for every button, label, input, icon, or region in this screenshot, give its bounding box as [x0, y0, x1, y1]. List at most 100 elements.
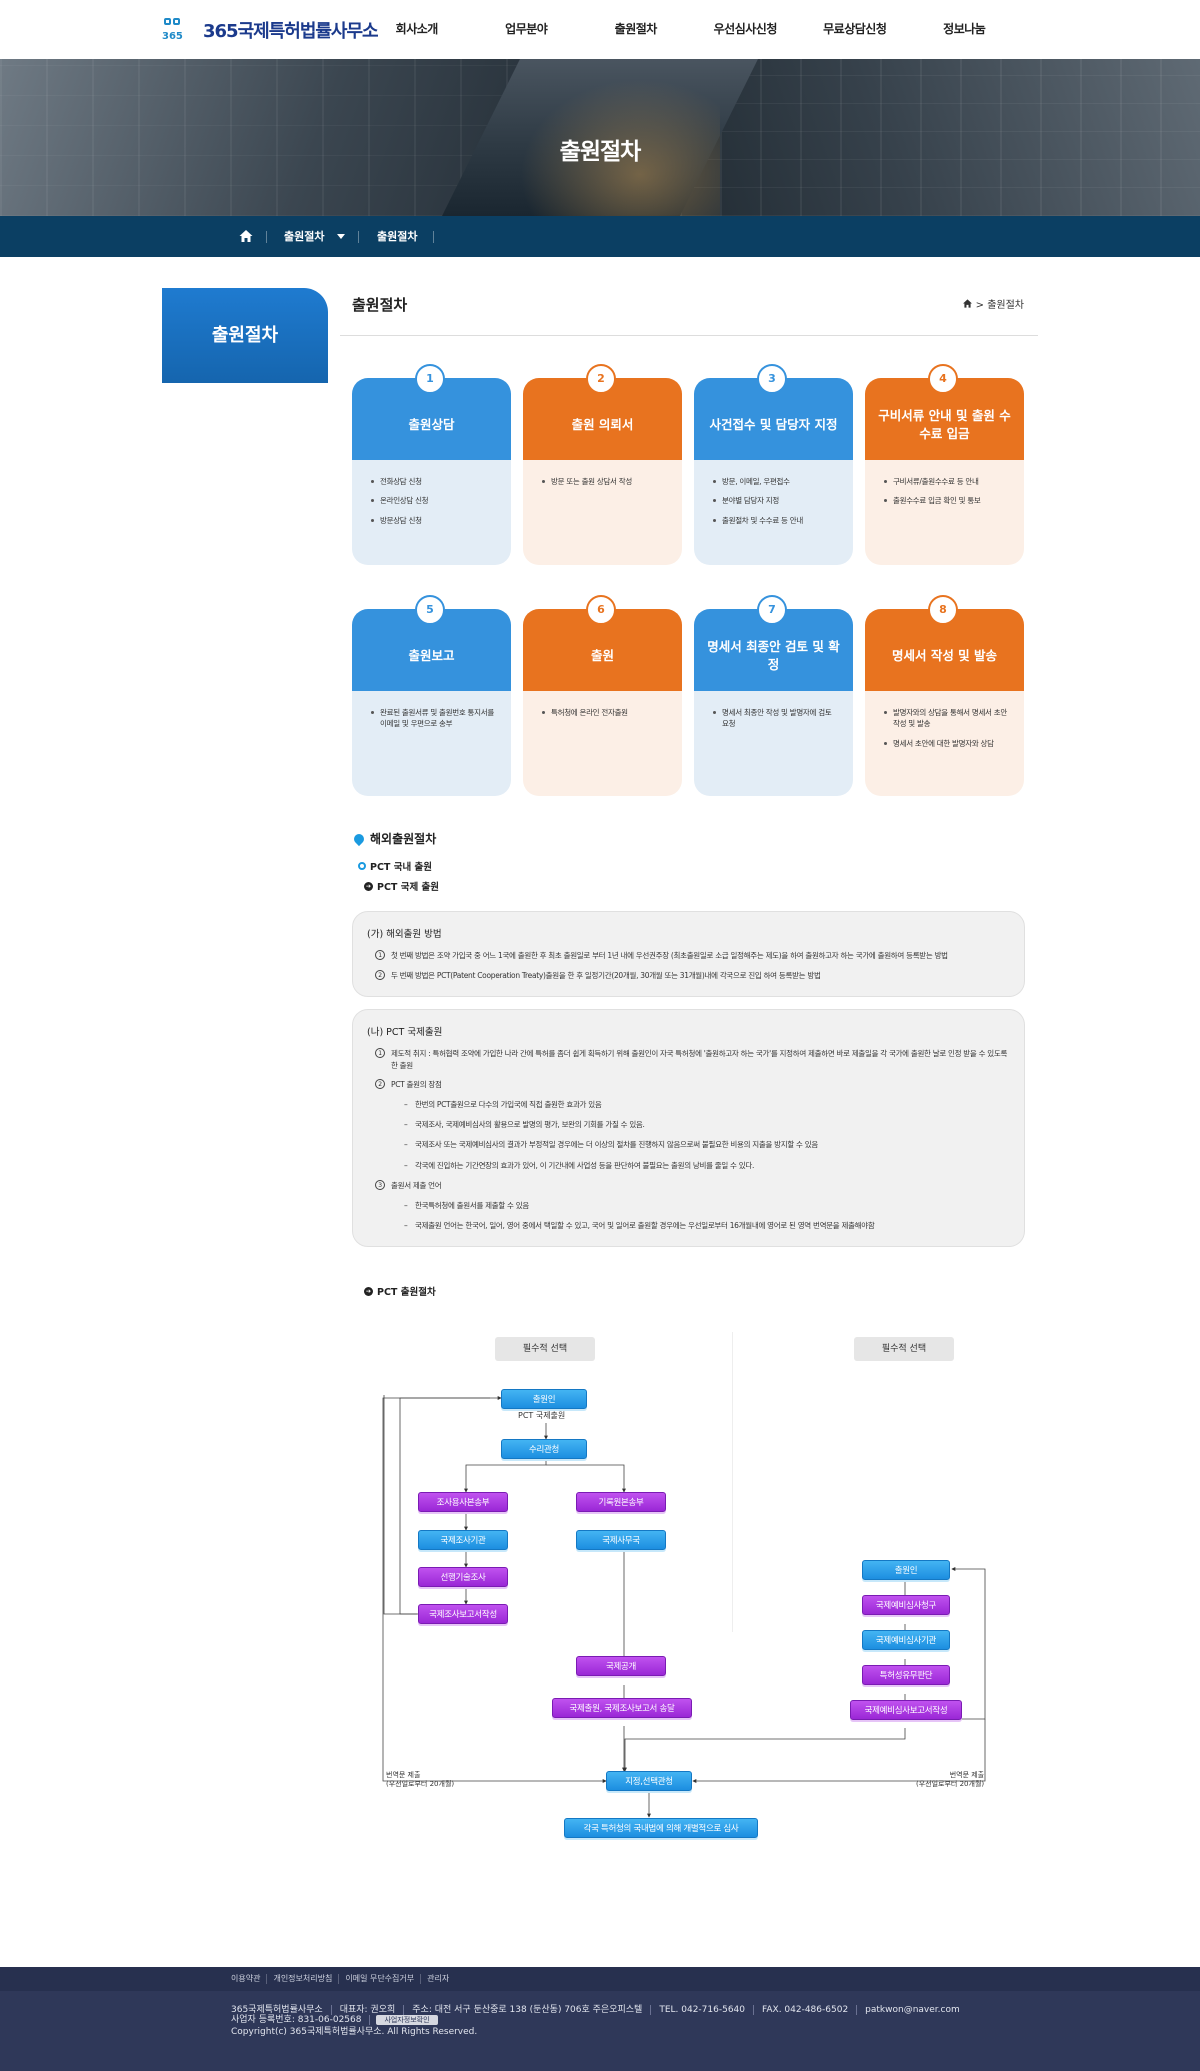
footer-copyright: Copyright(c) 365국제특허법률사무소. All Rights Re…: [231, 2027, 478, 2037]
flow-designated-office: 지정,선택관청: [606, 1771, 692, 1791]
step-item: 전화상담 신청: [368, 476, 497, 487]
footer-fax: FAX. 042-486-6502: [754, 2005, 858, 2015]
bullet-drop-icon: [351, 831, 367, 846]
footer-links-bar: 이용약관 개인정보처리방침 이메일 무단수집거부 관리자: [0, 1967, 1200, 1991]
breadcrumb-level2[interactable]: 출원절차: [377, 230, 418, 243]
box-b-dash-item: 한번의 PCT출원으로 다수의 가입국에 직접 출원한 효과가 있음: [367, 1099, 1010, 1111]
footer-email[interactable]: patkwon@naver.com: [865, 2005, 960, 2015]
tab-pct-domestic[interactable]: PCT 국내 출원: [358, 859, 432, 873]
flow-applicant: 출원인: [501, 1389, 587, 1409]
site-logo[interactable]: 365 365국제특허법률사무소: [162, 18, 379, 42]
step-item: 특허청에 온라인 전자출원: [539, 707, 668, 718]
step-number: 2: [586, 364, 616, 394]
nav-info[interactable]: 정보나눔: [943, 22, 986, 36]
footer-link-admin[interactable]: 관리자: [427, 1974, 450, 1983]
step-items: 방문 또는 출원 상담서 작성: [523, 460, 682, 565]
footer-address: 주소: 대전 서구 둔산중로 138 (둔산동) 706호 주은오피스텔: [404, 2005, 652, 2015]
step-item: 명세서 최종안 작성 및 발명자에 검토 요청: [710, 707, 839, 730]
nav-business[interactable]: 업무분야: [505, 22, 548, 36]
location-breadcrumb: > 출원절차: [962, 296, 1024, 311]
step-item: 구비서류/출원수수료 등 안내: [881, 476, 1010, 487]
step-item: 방문, 이메일, 우편접수: [710, 476, 839, 487]
nav-procedure[interactable]: 출원절차: [614, 22, 658, 36]
footer-link-terms[interactable]: 이용약관: [231, 1974, 268, 1984]
step-item: 완료된 출원서류 및 출원번호 통지서를 이메일 및 우편으로 송부: [368, 707, 497, 730]
step-item: 온라인상담 신청: [368, 495, 497, 506]
hero-building-left: [0, 59, 520, 216]
footer-biz-line: 사업자 등록번호: 831-06-02568 사업자정보확인: [231, 2015, 968, 2025]
footer-ceo: 대표자: 권오희: [332, 2005, 405, 2015]
step-number: 3: [757, 364, 787, 394]
step-number: 8: [928, 595, 958, 625]
flow-pct-label: PCT 국제출원: [518, 1411, 566, 1420]
overseas-section-title: 해외출원절차: [351, 830, 436, 847]
flow-applicant-2: 출원인: [862, 1560, 950, 1580]
flow-iper-report: 국제예비심사보고서작성: [850, 1700, 962, 1720]
biz-info-button[interactable]: 사업자정보확인: [376, 2015, 438, 2025]
flow-record-copy: 기록원본송부: [576, 1492, 666, 1512]
step-item: 명세서 초안에 대한 발명자와 상담: [881, 738, 1010, 749]
step-item: 출원수수료 입금 확인 및 통보: [881, 495, 1010, 506]
footer-link-privacy[interactable]: 개인정보처리방침: [267, 1974, 340, 1984]
step-number: 5: [415, 595, 445, 625]
tab-pct-international[interactable]: ➔ PCT 국제 출원: [364, 881, 439, 893]
arrow-right-icon: ➔: [364, 881, 373, 891]
nav-free-consult[interactable]: 무료상담신청: [823, 22, 887, 36]
step-number: 1: [415, 364, 445, 394]
breadcrumb-bar: 출원절차 출원절차: [0, 216, 1200, 257]
flow-translation-left: 번역문 제출 (우선일로부터 20개월): [386, 1771, 455, 1789]
step-item: 방문상담 신청: [368, 515, 497, 526]
flow-ib: 국제사무국: [576, 1530, 666, 1550]
pct-flow-title: ➔ PCT 출원절차: [364, 1286, 436, 1298]
step-number: 7: [757, 595, 787, 625]
flow-prior-art: 선행기술조사: [418, 1567, 508, 1587]
step-items: 특허청에 온라인 전자출원: [523, 691, 682, 796]
home-icon[interactable]: [962, 298, 973, 309]
home-icon[interactable]: [238, 228, 254, 244]
pct-flow-diagram: 필수적 선택 필수적 선택 출원인 PCT 국제출원 수리관청 조사용사본송부 …: [370, 1327, 1000, 1852]
nav-company[interactable]: 회사소개: [395, 22, 439, 36]
nav-priority-exam[interactable]: 우선심사신청: [713, 22, 778, 36]
step-items: 완료된 출원서류 및 출원번호 통지서를 이메일 및 우편으로 송부: [352, 691, 511, 796]
step-item: 발명자와의 상담을 통해서 명세서 초안 작성 및 발송: [881, 707, 1010, 730]
flow-publication: 국제공개: [576, 1656, 666, 1676]
flow-translation-right: 번역문 제출 (우선일로부터 20개월): [916, 1771, 985, 1789]
page-title: 출원절차: [352, 296, 408, 314]
box-a-title: (가) 해외출원 방법: [367, 929, 442, 940]
hero-building-right: [680, 59, 1200, 216]
box-b-dash-item: 국제출원 언어는 한국어, 일어, 영어 중에서 택일할 수 있고, 국어 및 …: [367, 1220, 1010, 1232]
logo-text: 365국제특허법률사무소: [203, 21, 379, 42]
step-number: 4: [928, 364, 958, 394]
flow-patentability: 특허성유무판단: [862, 1665, 950, 1685]
step-number: 6: [586, 595, 616, 625]
flow-isa: 국제조사기관: [418, 1530, 508, 1550]
main-navigation: 회사소개 업무분야 출원절차 우선심사신청 무료상담신청 정보나눔: [362, 0, 1042, 59]
footer-company: 365국제특허법률사무소: [231, 2005, 332, 2015]
chevron-down-icon[interactable]: [337, 234, 345, 239]
flow-national-exam: 각국 특허청의 국내법에 의해 개별적으로 심사: [564, 1818, 758, 1838]
step-items: 명세서 최종안 작성 및 발명자에 검토 요청: [694, 691, 853, 796]
box-b-dash-item: 각국에 진입하는 기간연장의 효과가 있어, 이 기간내에 사업성 등을 판단하…: [367, 1160, 1010, 1172]
site-header: 365 365국제특허법률사무소 회사소개 업무분야 출원절차 우선심사신청 무…: [0, 0, 1200, 59]
box-b-dash-item: 국제조사 또는 국제예비심사의 결과가 부정적일 경우에는 더 이상의 절차를 …: [367, 1139, 1010, 1151]
breadcrumb-level1[interactable]: 출원절차: [284, 230, 325, 243]
select-label-left: 필수적 선택: [495, 1337, 595, 1361]
box-b-dash-item: 국제조사, 국제예비심사의 활용으로 발명의 평가, 보완의 기회를 가질 수 …: [367, 1119, 1010, 1131]
footer-link-email-policy[interactable]: 이메일 무단수집거부: [339, 1974, 422, 1984]
step-item: 분야별 담당자 지정: [710, 495, 839, 506]
box-b-dash-item: 한국특허청에 출원서를 제출할 수 있음: [367, 1200, 1010, 1212]
